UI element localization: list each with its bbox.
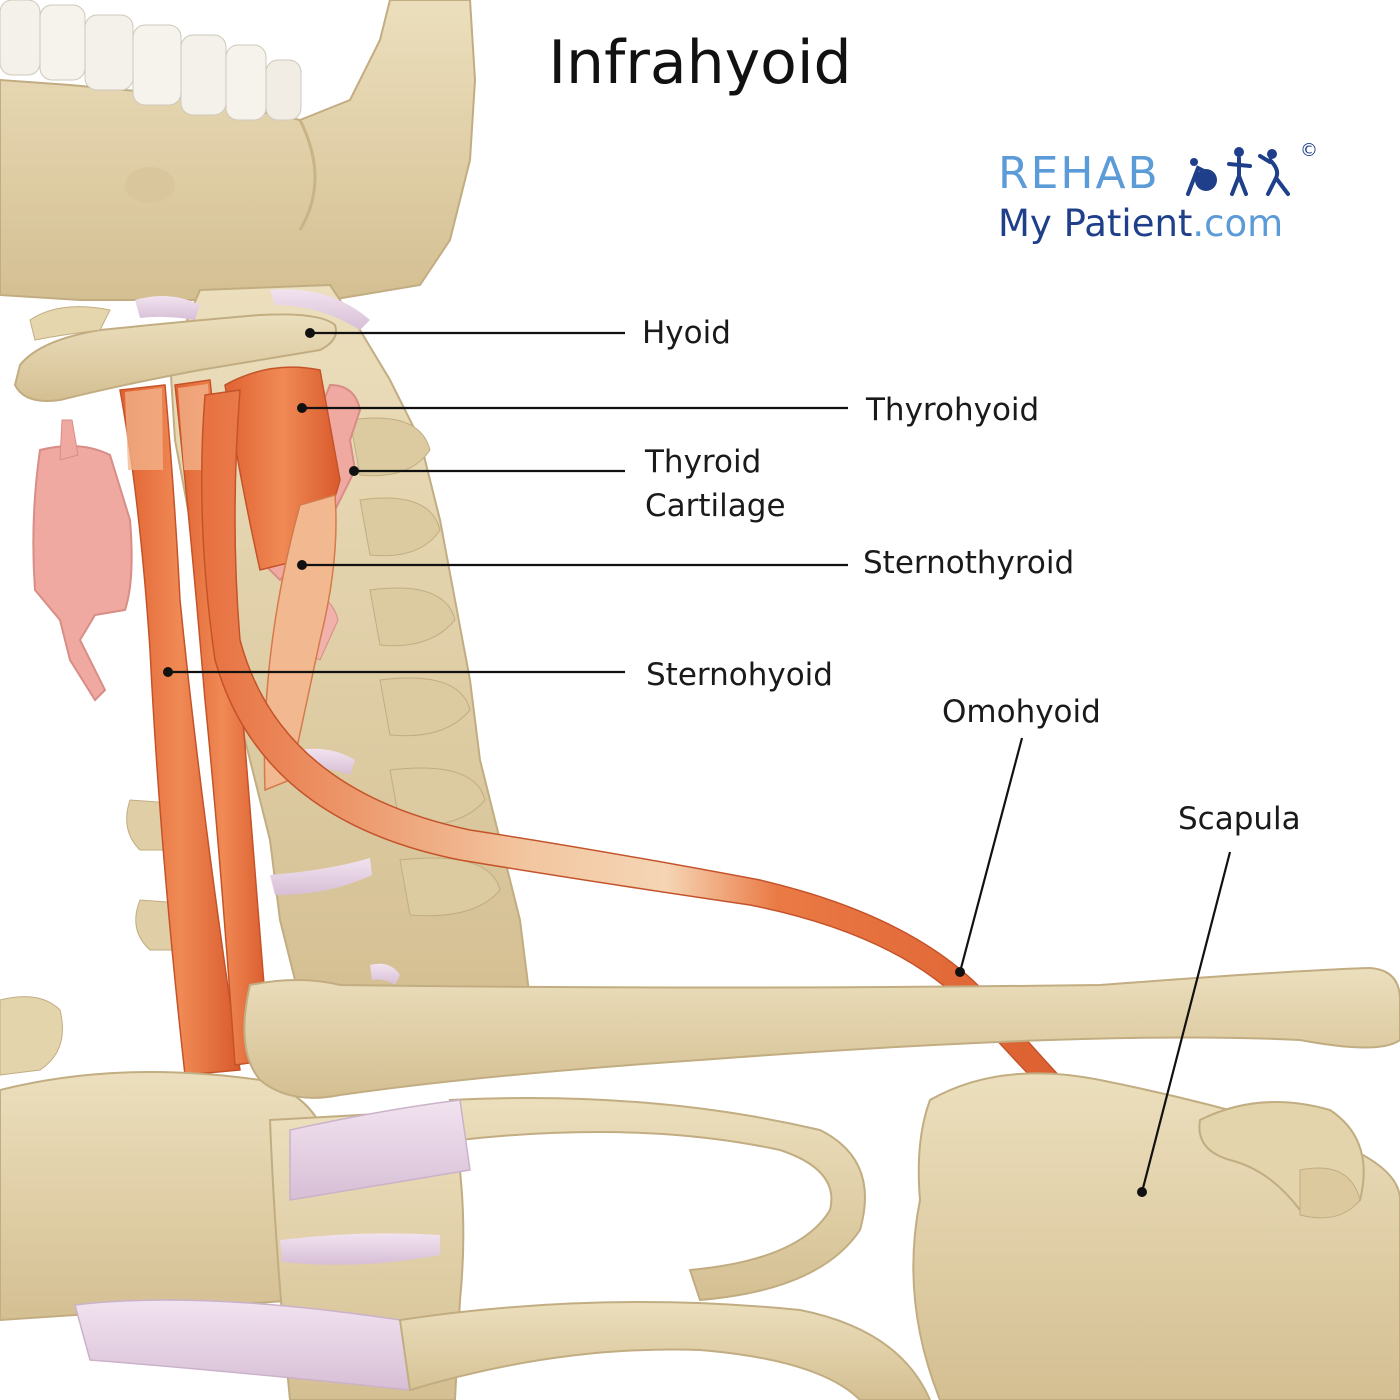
label-thyrohyoid: Thyrohyoid xyxy=(866,392,1040,428)
leader-dots xyxy=(163,328,1147,1197)
leader-dot-sternohyoid xyxy=(163,667,173,677)
second-rib xyxy=(398,1301,932,1400)
copyright-symbol: © xyxy=(1300,140,1318,161)
leader-dot-thyroid-cartilage xyxy=(349,466,359,476)
exercise-figures-icon xyxy=(1186,147,1290,196)
clavicle xyxy=(0,966,1400,1099)
logo-wordmark-line2: My Patient.com xyxy=(998,202,1283,245)
label-scapula: Scapula xyxy=(1178,801,1301,837)
leader-line-scapula xyxy=(1140,851,1232,1193)
leader-lines xyxy=(168,331,1232,1193)
scapula xyxy=(912,1072,1400,1400)
diagram-title: Infrahyoid xyxy=(548,28,852,98)
label-omohyoid: Omohyoid xyxy=(942,694,1101,730)
label-sternohyoid: Sternohyoid xyxy=(646,657,833,693)
logo-wordmark-line1: REHAB xyxy=(998,148,1160,199)
sternohyoid-muscle xyxy=(119,384,241,1076)
intervertebral-discs xyxy=(135,289,400,985)
first-rib xyxy=(448,1097,866,1302)
leader-dot-scapula xyxy=(1137,1187,1147,1197)
sternothyroid-upper xyxy=(263,494,337,792)
leader-dot-omohyoid xyxy=(955,967,965,977)
label-thyroid-cartilage-line1: Thyroid xyxy=(645,444,762,480)
logo-domain-text: .com xyxy=(1192,202,1284,245)
rehab-my-patient-logo: REHAB © My Patient.com xyxy=(998,140,1328,260)
teeth xyxy=(0,0,302,121)
label-sternothyroid: Sternothyroid xyxy=(863,545,1075,581)
leader-dot-hyoid xyxy=(305,328,315,338)
label-thyroid-cartilage-line2: Cartilage xyxy=(645,488,786,524)
logo-main-text: My Patient xyxy=(998,202,1193,245)
hyoid-bone xyxy=(13,306,337,402)
leader-dot-sternothyroid xyxy=(297,560,307,570)
label-hyoid: Hyoid xyxy=(642,315,731,351)
costal-cartilages xyxy=(74,1099,471,1391)
leader-dot-thyrohyoid xyxy=(297,403,307,413)
leader-line-omohyoid xyxy=(958,737,1024,973)
